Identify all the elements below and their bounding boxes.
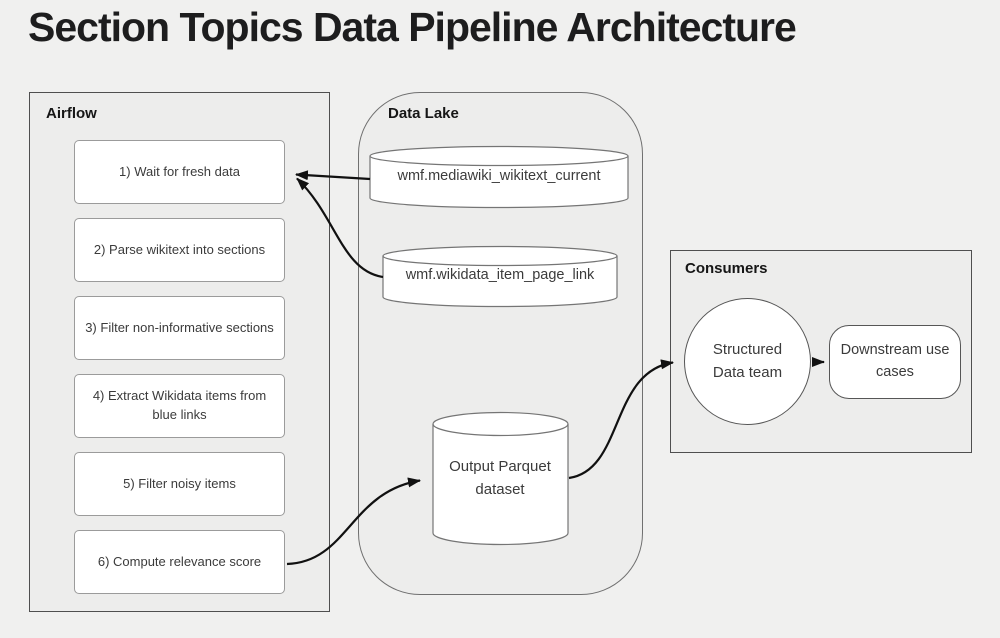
airflow-group-label: Airflow <box>46 105 97 122</box>
structured-data-team-node: Structured Data team <box>684 298 811 425</box>
data-lake-container <box>358 92 643 595</box>
consumers-group-label: Consumers <box>685 260 768 277</box>
step-filter-noisy-items: 5) Filter noisy items <box>74 452 285 516</box>
output-parquet-dataset-label: Output Parquet dataset <box>449 458 551 498</box>
table-wikitext-current-label: wmf.mediawiki_wikitext_current <box>397 168 601 184</box>
step-wait-for-fresh-data: 1) Wait for fresh data <box>74 140 285 204</box>
downstream-use-cases-node: Downstream use cases <box>829 325 961 399</box>
step-filter-noninformative-sections: 3) Filter non-informative sections <box>74 296 285 360</box>
airflow-container <box>29 92 330 612</box>
step-compute-relevance-score: 6) Compute relevance score <box>74 530 285 594</box>
page-title: Section Topics Data Pipeline Architectur… <box>28 4 797 50</box>
table-item-page-link-label: wmf.wikidata_item_page_link <box>405 267 595 283</box>
step-parse-wikitext: 2) Parse wikitext into sections <box>74 218 285 282</box>
step-extract-wikidata-items: 4) Extract Wikidata items from blue link… <box>74 374 285 438</box>
data-lake-group-label: Data Lake <box>388 105 459 122</box>
consumers-container <box>670 250 972 453</box>
